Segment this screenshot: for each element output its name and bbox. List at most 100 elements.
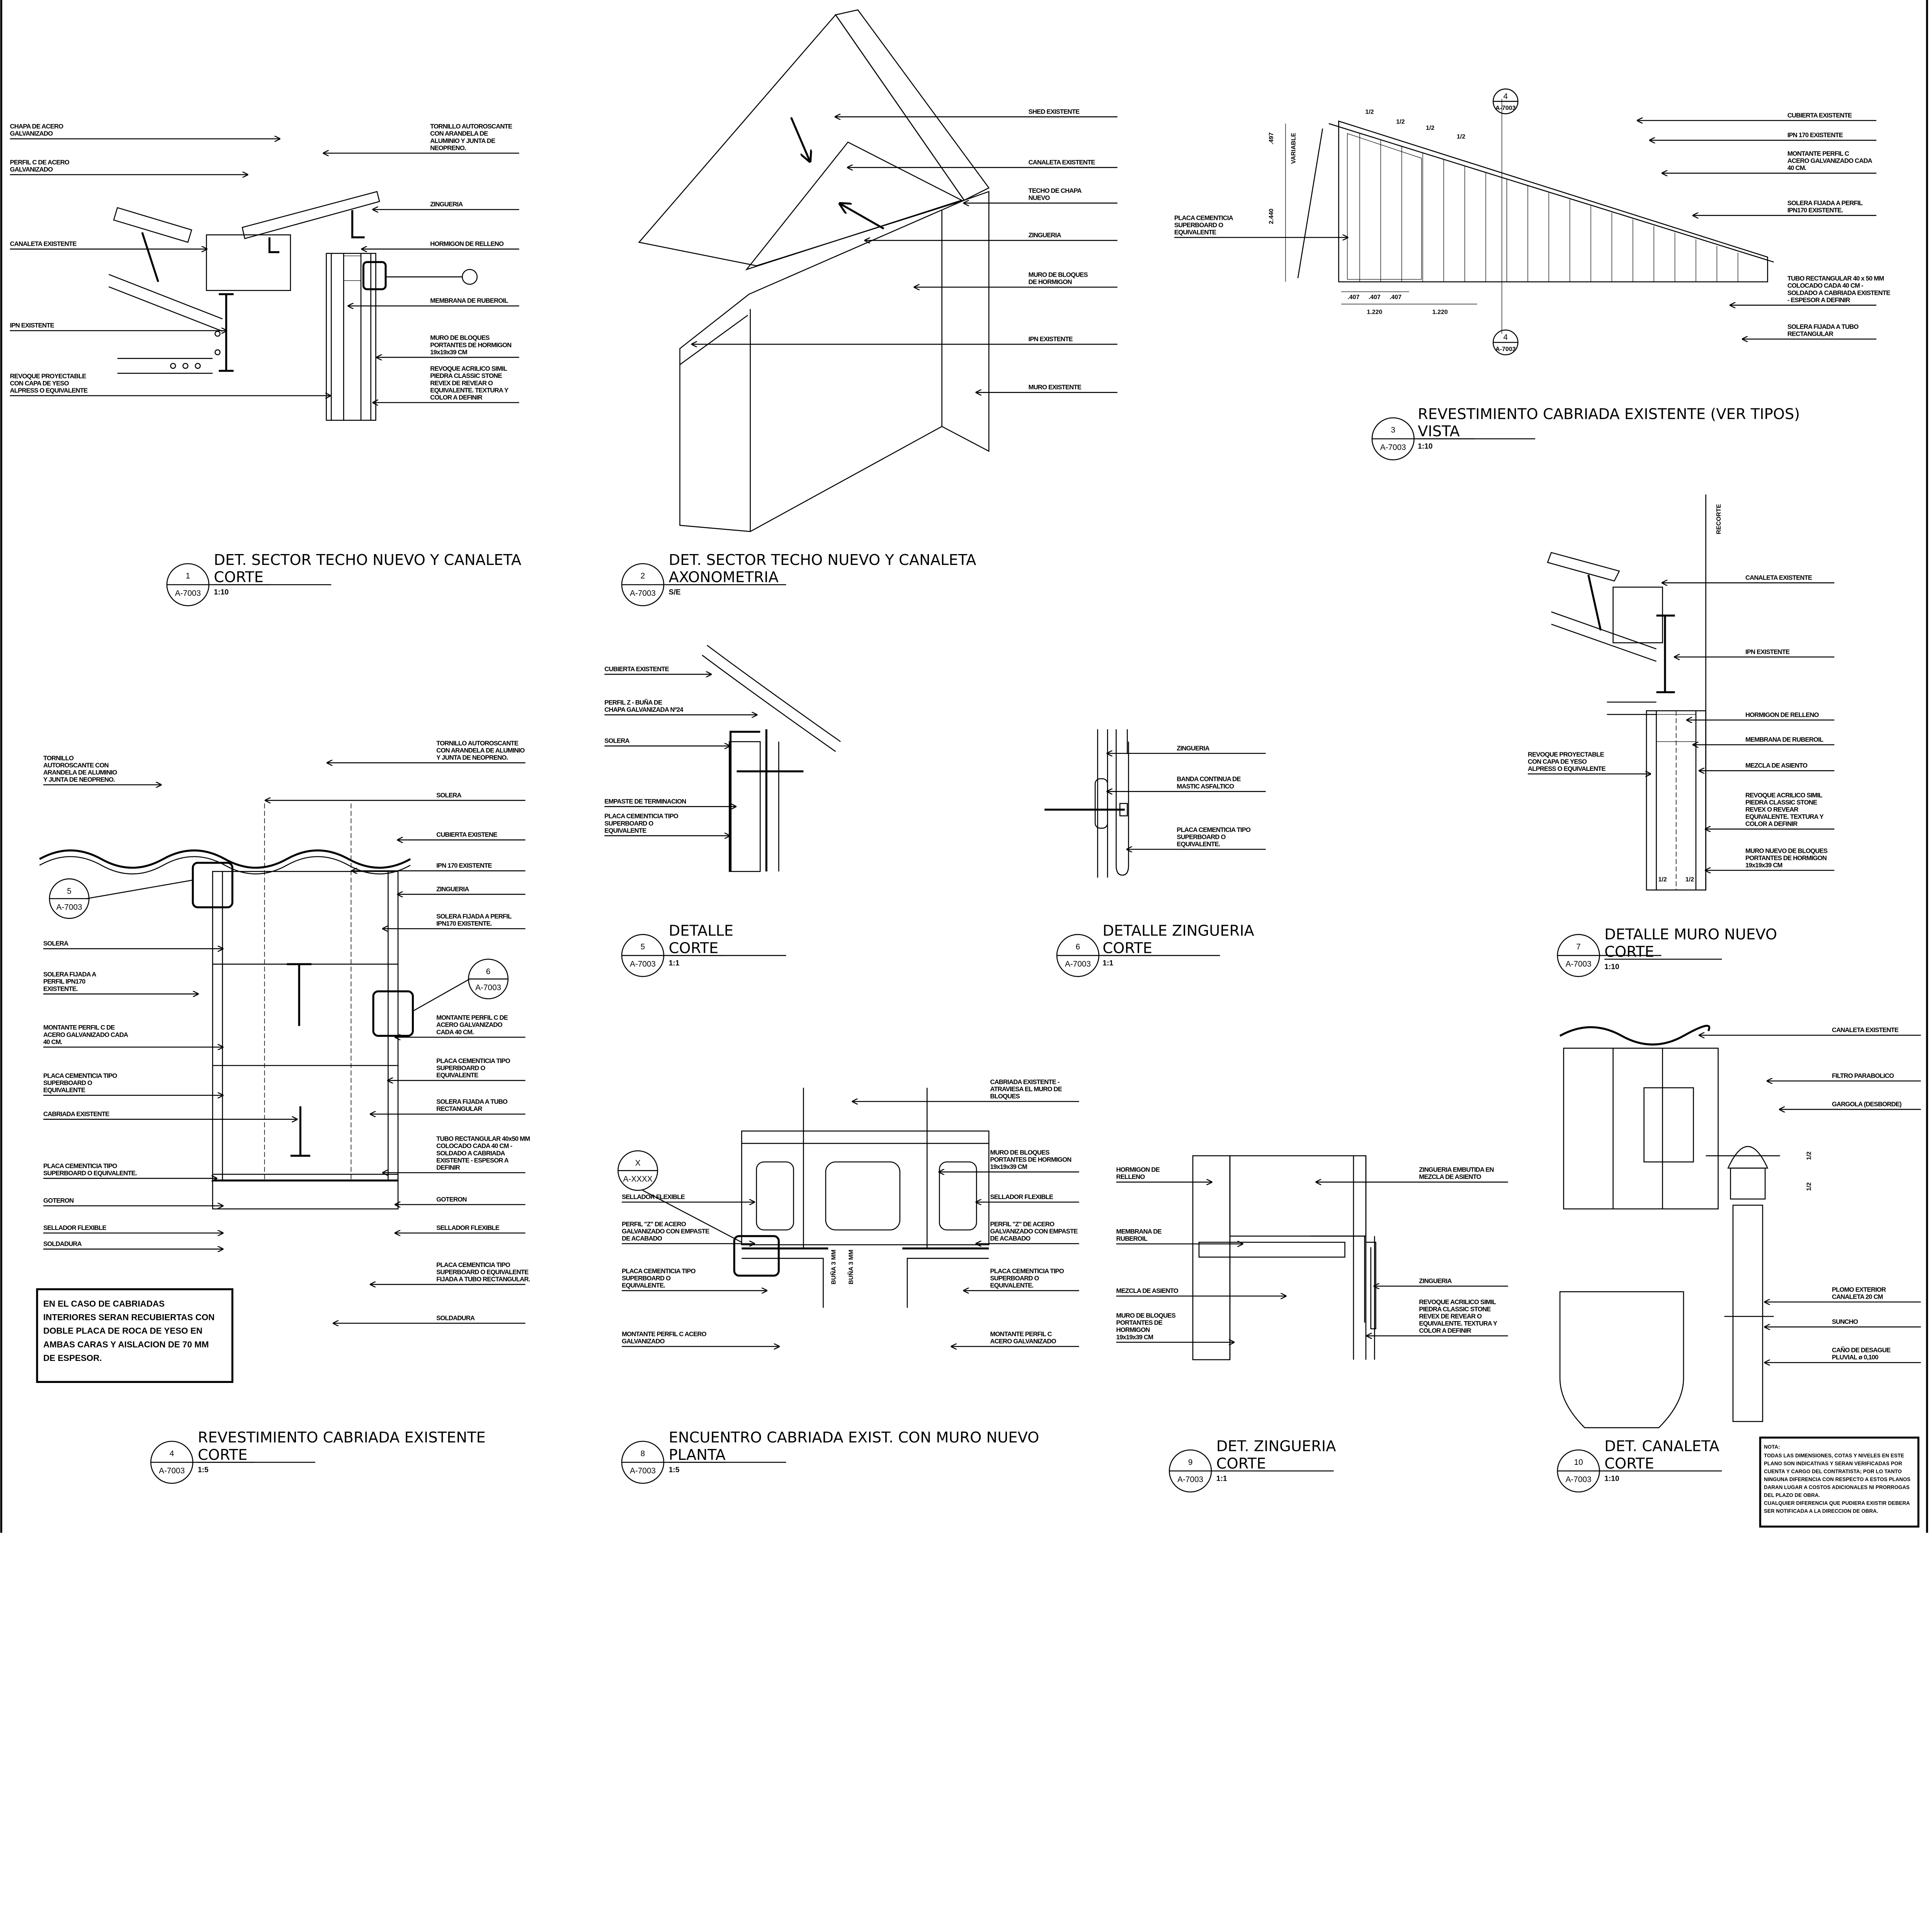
callout-label: ZINGUERIA	[1107, 745, 1266, 753]
detail-sheet-ref: A-7003	[175, 589, 201, 598]
dimension-text: 1/2	[1365, 109, 1374, 115]
label-text: CANALETA EXISTENTE	[10, 240, 77, 248]
label-text: FILTRO PARABOLICO	[1832, 1072, 1894, 1079]
detail-number: 6	[1076, 942, 1080, 951]
label-text: NUEVO	[1029, 194, 1050, 202]
label-text: IPN 170 EXISTENTE	[436, 862, 492, 869]
label-text: PERFIL "Z" DE ACERO	[990, 1220, 1054, 1228]
label-text: ALUMINIO Y JUNTA DE	[430, 137, 495, 145]
detail-number: 8	[641, 1449, 645, 1458]
label-text: ACERO GALVANIZADO	[436, 1021, 502, 1029]
label-text: GOTERON	[43, 1197, 73, 1204]
detail-7-drawing	[1547, 494, 1706, 891]
label-text: RELLENO	[1116, 1173, 1145, 1180]
detail-title: REVESTIMIENTO CABRIADA EXISTENTE	[198, 1429, 486, 1446]
label-text: HORMIGON DE RELLENO	[1745, 711, 1819, 718]
label-text: SOLDADO A CABRIADA EXISTENTE	[1787, 289, 1890, 296]
label-text: DEFINIR	[436, 1164, 460, 1171]
callout-label: CABRIADA EXISTENTE	[43, 1111, 297, 1119]
label-text: HORMIGON DE	[1116, 1166, 1160, 1174]
detail-view: PLANTA	[669, 1446, 726, 1464]
label-text: PERFIL Z - BUÑA DE	[604, 698, 662, 706]
detail-4-note-line: DE ESPESOR.	[43, 1353, 102, 1363]
callout-label: GARGOLA (DESBORDE)	[1780, 1100, 1921, 1109]
dimension-text: .497	[1268, 133, 1275, 145]
detail-1-drawing	[109, 191, 478, 421]
label-text: 19x19x39 CM	[1116, 1333, 1153, 1341]
callout-label: EMPASTE DE TERMINACION	[604, 798, 735, 806]
label-text: SUPERBOARD O	[622, 1274, 671, 1282]
label-text: CUBIERTA EXISTENTE	[1787, 112, 1852, 119]
reference-number: X	[635, 1159, 641, 1168]
callout-label: CANALETA EXISTENTE	[10, 240, 207, 249]
detail-title: DETALLE ZINGUERIA	[1102, 922, 1254, 940]
label-text: PLACA CEMENTICIA TIPO	[43, 1162, 117, 1170]
detail-title: REVESTIMIENTO CABRIADA EXISTENTE (VER TI…	[1418, 405, 1800, 423]
reference-number: 6	[486, 967, 491, 976]
label-text: ACERO GALVANIZADO CADA	[1787, 157, 1872, 165]
label-text: CANALETA EXISTENTE	[1832, 1026, 1899, 1034]
label-text: PIEDRA CLASSIC STONE	[1419, 1305, 1491, 1313]
label-text: RUBEROIL	[1116, 1235, 1148, 1242]
label-text: SOLERA	[43, 940, 68, 947]
label-text: SUPERBOARD O	[1174, 221, 1223, 229]
label-text: SOLERA	[604, 737, 629, 745]
label-text: ZINGUERIA	[1029, 231, 1061, 239]
label-text: PORTANTES DE	[1116, 1319, 1163, 1327]
detail-8-drawing	[733, 1088, 990, 1308]
detail-2-drawing	[638, 9, 990, 532]
label-text: CHAPA GALVANIZADA Nº24	[604, 706, 684, 713]
label-text: SOLERA FIJADA A PERFIL	[1787, 199, 1863, 207]
callout-label: HORMIGON DE RELLENO	[1687, 711, 1835, 720]
label-text: EQUIVALENTE	[43, 1087, 85, 1094]
detail-title: ENCUENTRO CABRIADA EXIST. CON MURO NUEVO	[669, 1429, 1039, 1446]
label-text: EQUIVALENTE	[1174, 229, 1216, 236]
detail-title: DET. CANALETA	[1604, 1438, 1719, 1455]
callout-label: SELLADOR FLEXIBLE	[622, 1193, 754, 1202]
detail-scale: 1:5	[198, 1466, 209, 1474]
label-text: MONTANTE PERFIL C	[990, 1330, 1052, 1338]
dimension-text: 1/2	[1806, 1182, 1812, 1191]
callout-label: CABRIADA EXISTENTE -ATRAVIESA EL MURO DE…	[853, 1078, 1079, 1101]
label-text: EQUIVALENTE. TEXTURA Y	[1745, 813, 1824, 820]
label-text: PLACA CEMENTICIA TIPO	[43, 1072, 117, 1079]
label-text: ATRAVIESA EL MURO DE	[990, 1085, 1062, 1093]
label-text: EXISTENTE.	[43, 985, 78, 992]
label-text: CHAPA DE ACERO	[10, 123, 64, 130]
detail-9-drawing	[1192, 1155, 1376, 1361]
section-mark-number: 4	[1503, 92, 1508, 101]
label-text: CUBIERTA EXISTENTE	[604, 665, 669, 673]
dimension-text: BUÑA 3 MM	[847, 1250, 854, 1284]
label-text: NEOPRENO.	[430, 144, 466, 151]
label-text: MURO EXISTENTE	[1029, 384, 1082, 391]
label-text: MEMBRANA DE RUBEROIL	[1745, 736, 1823, 743]
label-text: MEZCLA DE ASIENTO	[1745, 762, 1808, 769]
label-text: ARANDELA DE ALUMINIO	[43, 769, 117, 776]
label-text: PLOMO EXTERIOR	[1832, 1286, 1886, 1293]
label-text: CABRIADA EXISTENTE	[43, 1111, 109, 1118]
detail-scale: 1:10	[1604, 963, 1619, 971]
label-text: TUBO RECTANGULAR 40 x 50 MM	[1787, 275, 1884, 282]
label-text: SUPERBOARD O	[604, 820, 653, 827]
label-text: EQUIVALENTE. TEXTURA Y	[1419, 1320, 1497, 1327]
general-note-line: PLANO SON INDICATIVAS Y SERAN VERIFICADA…	[1764, 1461, 1902, 1466]
label-text: HORMIGON DE RELLENO	[430, 240, 504, 248]
detail-number: 2	[641, 571, 645, 580]
detail-view: CORTE	[1604, 1455, 1654, 1472]
label-text: PIEDRA CLASSIC STONE	[1745, 799, 1817, 806]
general-note-line: DEL PLAZO DE OBRA.	[1764, 1492, 1820, 1498]
label-text: 40 CM.	[43, 1038, 62, 1046]
label-text: MURO DE BLOQUES	[430, 334, 490, 342]
detail-number: 10	[1574, 1458, 1583, 1467]
